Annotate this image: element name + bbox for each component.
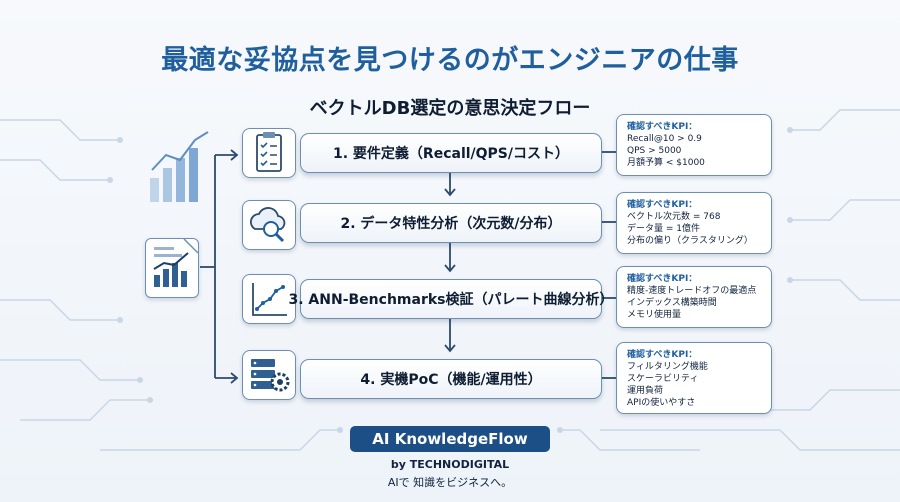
flow-step-4: 4. 実機PoC（機能/運用性） [300, 359, 602, 399]
kpi-box-4: 確認すべきKPI： フィルタリング機能 スケーラビリティ 運用負荷 APIの使い… [616, 342, 772, 414]
kpi-item: インデックス構築時間 [627, 298, 717, 308]
kpi-box-3: 確認すべきKPI： 精度-速度トレードオフの最適点 インデックス構築時間 メモリ… [616, 266, 772, 328]
flow-step-3: 3. ANN-Benchmarks検証（パレート曲線分析） [289, 279, 614, 319]
kpi-item: APIの使いやすさ [627, 398, 696, 408]
line-chart-icon [242, 274, 296, 324]
brand-byline: by TECHNODIGITAL [390, 458, 510, 471]
brand-logo: AI KnowledgeFlow [350, 426, 550, 452]
page-title: 最適な妥協点を見つけるのがエンジニアの仕事 [161, 45, 739, 76]
brand-tagline: AIで 知識をビジネスへ。 [387, 476, 513, 489]
kpi-heading: 確認すべきKPI： [627, 200, 698, 210]
kpi-item: Recall@10 > 0.9 [627, 134, 702, 144]
kpi-heading: 確認すべきKPI： [627, 274, 698, 284]
kpi-item: データ量 = 1億件 [627, 224, 700, 234]
kpi-item: ベクトル次元数 = 768 [627, 212, 721, 222]
kpi-heading: 確認すべきKPI： [627, 350, 698, 360]
clipboard-checklist-icon [242, 128, 296, 178]
kpi-item: フィルタリング機能 [627, 362, 708, 372]
flow-step-2: 2. データ特性分析（次元数/分布） [300, 203, 602, 243]
kpi-item: 運用負荷 [627, 386, 664, 396]
flow-step-1: 1. 要件定義（Recall/QPS/コスト） [300, 133, 602, 173]
kpi-item: メモリ使用量 [627, 310, 682, 320]
server-gear-icon [242, 350, 296, 400]
background-chart [150, 131, 209, 202]
kpi-item: スケーラビリティ [627, 374, 699, 384]
kpi-box-2: 確認すべきKPI： ベクトル次元数 = 768 データ量 = 1億件 分布の偏り… [616, 192, 772, 254]
kpi-item: 分布の偏り（クラスタリング） [627, 236, 753, 246]
cloud-magnifier-icon [242, 200, 296, 250]
kpi-item: QPS > 5000 [627, 146, 682, 156]
flow-subtitle: ベクトルDB選定の意思決定フロー [309, 98, 591, 119]
kpi-item: 精度-速度トレードオフの最適点 [627, 286, 757, 296]
kpi-item: 月額予算 < $1000 [627, 158, 705, 168]
report-document-icon [145, 238, 199, 298]
kpi-heading: 確認すべきKPI： [627, 122, 698, 132]
kpi-box-1: 確認すべきKPI： Recall@10 > 0.9 QPS > 5000 月額予… [616, 114, 772, 176]
